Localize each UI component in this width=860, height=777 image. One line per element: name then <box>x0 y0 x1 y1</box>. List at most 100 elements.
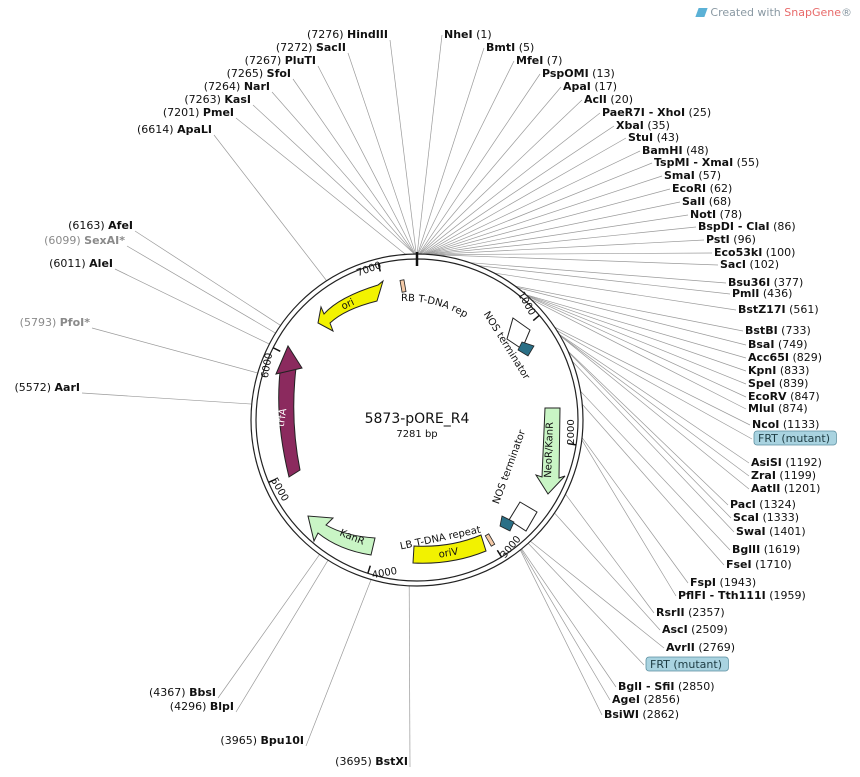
site-label-right[interactable]: StuI (43) <box>628 131 679 144</box>
leader-line <box>408 585 411 768</box>
site-label-right[interactable]: MluI (874) <box>748 402 808 415</box>
leader-lines <box>81 34 753 768</box>
site-label-right[interactable]: Eco53kI (100) <box>714 246 795 259</box>
site-position: (6011) <box>49 257 89 270</box>
site-label-right[interactable]: SwaI (1401) <box>736 525 806 538</box>
site-label-right[interactable]: AsiSI (1192) <box>751 456 822 469</box>
site-label-right[interactable]: PspOMI (13) <box>542 67 615 80</box>
site-position: (48) <box>683 144 709 157</box>
site-label-right[interactable]: EcoRI (62) <box>672 182 732 195</box>
site-label-right[interactable]: AscI (2509) <box>662 623 728 636</box>
site-position: (829) <box>789 351 822 364</box>
site-label-right[interactable]: NcoI (1133) <box>752 418 819 431</box>
plasmid-name: 5873-pORE_R4 <box>365 411 470 427</box>
site-label-right[interactable]: SacI (102) <box>720 258 779 271</box>
site-label-right[interactable]: BstBI (733) <box>745 324 811 337</box>
site-label-right[interactable]: AgeI (2856) <box>612 693 680 706</box>
site-label-right[interactable]: NotI (78) <box>690 208 742 221</box>
site-label-left[interactable]: (6011) AleI <box>49 257 113 270</box>
site-name: FspI <box>690 576 716 589</box>
site-label-right[interactable]: SmaI (57) <box>664 169 721 182</box>
site-label-left[interactable]: (5793) PfoI* <box>20 316 91 329</box>
site-label-right[interactable]: FspI (1943) <box>690 576 756 589</box>
site-label-right[interactable]: AatII (1201) <box>751 482 820 495</box>
site-label-left[interactable]: (4296) BlpI <box>170 700 234 713</box>
leader-line <box>558 334 750 464</box>
site-label-right[interactable]: SalI (68) <box>682 195 731 208</box>
site-label-right[interactable]: BsiWI (2862) <box>604 708 679 721</box>
site-label-right[interactable]: FseI (1710) <box>726 558 792 571</box>
site-label-left[interactable]: (7267) PluTI <box>245 54 316 67</box>
site-label-left[interactable]: (5572) AarI <box>14 381 80 394</box>
leader-line <box>217 554 320 699</box>
site-label-right[interactable]: ScaI (1333) <box>733 511 799 524</box>
site-label-right[interactable]: KpnI (833) <box>748 364 809 377</box>
site-label-right[interactable]: BsaI (749) <box>748 338 808 351</box>
site-label-right[interactable]: FRT (mutant) <box>650 658 722 671</box>
site-label-left[interactable]: (7263) KasI <box>184 93 251 106</box>
site-label-right[interactable]: PacI (1324) <box>730 498 796 511</box>
site-label-right[interactable]: Acc65I (829) <box>748 351 822 364</box>
site-position: (436) <box>759 287 792 300</box>
site-name: ApaLI <box>177 123 212 136</box>
site-position: (78) <box>716 208 742 221</box>
feature-neor-kanr[interactable]: NeoR/KanR <box>534 407 566 495</box>
site-label-right[interactable]: PmlI (436) <box>732 287 792 300</box>
scale-tick <box>377 263 381 272</box>
feature-nos-terminator-1[interactable]: NOS terminator <box>481 310 535 383</box>
site-label-right[interactable]: NheI (1) <box>444 28 492 41</box>
site-label-right[interactable]: SpeI (839) <box>748 377 808 390</box>
site-label-left[interactable]: (3695) BstXI <box>335 755 408 768</box>
site-label-left[interactable]: (6163) AfeI <box>68 219 133 232</box>
site-label-right[interactable]: RsrII (2357) <box>656 606 725 619</box>
leader-line <box>417 47 485 255</box>
site-label-left[interactable]: (7272) SacII <box>276 41 346 54</box>
feature-label: ori <box>340 297 356 312</box>
site-label-left[interactable]: (6099) SexAI* <box>44 234 125 247</box>
site-position: (1943) <box>716 576 756 589</box>
site-position: (7264) <box>204 80 244 93</box>
feature-rb-tdna-repeat[interactable]: RB T-DNA repeat <box>0 0 469 320</box>
site-name: Bpu10I <box>261 734 305 747</box>
site-label-right[interactable]: ZraI (1199) <box>751 469 816 482</box>
site-label-right[interactable]: PstI (96) <box>706 233 756 246</box>
site-label-left[interactable]: (7201) PmeI <box>163 106 234 119</box>
site-label-right[interactable]: ApaI (17) <box>563 80 617 93</box>
site-position: (4296) <box>170 700 210 713</box>
site-label-right[interactable]: BmtI (5) <box>486 41 534 54</box>
site-label-left[interactable]: (7276) HindIII <box>307 28 388 41</box>
site-label-right[interactable]: MfeI (7) <box>516 54 562 67</box>
site-label-right[interactable]: BglII (1619) <box>732 543 800 556</box>
site-label-right[interactable]: BglI - SfiI (2850) <box>618 680 715 693</box>
site-label-right[interactable]: Bsu36I (377) <box>728 276 803 289</box>
site-label-right[interactable]: PflFI - Tth111I (1959) <box>678 589 806 602</box>
site-label-left[interactable]: (6614) ApaLI <box>137 123 212 136</box>
frt-box <box>753 430 837 446</box>
scale-tick-label: 6000 <box>260 352 275 379</box>
site-label-right[interactable]: BstZ17I (561) <box>738 303 819 316</box>
site-label-left[interactable]: (4367) BbsI <box>149 686 216 699</box>
site-name: SfoI <box>267 67 291 80</box>
site-label-left[interactable]: (7265) SfoI <box>227 67 291 80</box>
site-label-right[interactable]: EcoRV (847) <box>748 390 820 403</box>
site-position: (1133) <box>779 418 819 431</box>
site-label-right[interactable]: XbaI (35) <box>616 119 670 132</box>
site-label-right[interactable]: BspDI - ClaI (86) <box>698 220 796 233</box>
site-label-right[interactable]: AvrII (2769) <box>666 641 735 654</box>
feature-ori[interactable]: ori <box>317 279 384 333</box>
feature-nos-terminator-2[interactable]: NOS terminator <box>491 428 538 532</box>
site-label-left[interactable]: (7264) NarI <box>204 80 270 93</box>
site-position: (1199) <box>776 469 816 482</box>
site-label-right[interactable]: FRT (mutant) <box>758 432 830 445</box>
leader-line <box>213 134 327 281</box>
feature-oriv[interactable]: oriV <box>412 534 487 564</box>
site-label-right[interactable]: AclI (20) <box>584 93 633 106</box>
feature-trfa[interactable]: trfA <box>275 344 303 478</box>
leader-line <box>126 245 276 334</box>
site-position: (874) <box>775 402 808 415</box>
site-label-right[interactable]: BamHI (48) <box>642 144 709 157</box>
site-label-left[interactable]: (3965) Bpu10I <box>220 734 304 747</box>
site-label-right[interactable]: PaeR7I - XhoI (25) <box>602 106 711 119</box>
feature-kanr[interactable]: KanR <box>307 515 376 556</box>
site-label-right[interactable]: TspMI - XmaI (55) <box>654 156 759 169</box>
